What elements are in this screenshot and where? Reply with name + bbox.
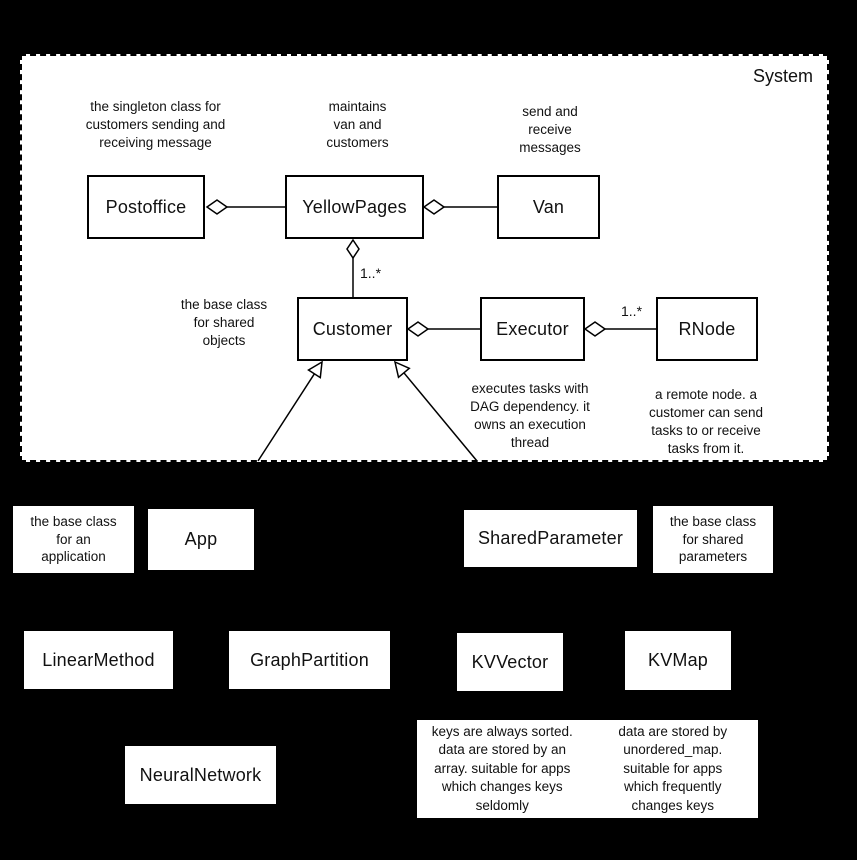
note-customer: the base class for shared objects [180,297,268,348]
class-box-yellowpages: YellowPages [285,175,424,239]
bottom-notes-card: keys are always sorted. data are stored … [417,720,758,818]
class-box-linearmethod: LinearMethod [22,629,175,691]
class-box-kvmap: KVMap [623,629,733,692]
class-box-van: Van [497,175,600,239]
class-box-customer: Customer [297,297,408,361]
note-sharedparameter: the base class for shared parameters [653,506,773,573]
multiplicity-label-yellowpages-customer: 1..* [359,265,383,281]
class-box-neuralnetwork: NeuralNetwork [123,744,278,806]
note-executor: executes tasks with DAG dependency. it o… [470,381,590,450]
class-box-sharedparameter: SharedParameter [462,508,639,569]
class-box-executor: Executor [480,297,585,361]
note-van: send and receive messages [519,104,581,155]
note-kvmap: data are stored by unordered_map. suitab… [618,724,728,813]
note-yellowpages: maintains van and customers [326,99,389,150]
note-app: the base class for an application [13,506,134,573]
system-label: System [752,66,813,86]
class-box-app: App [146,507,256,572]
note-rnode: a remote node. a customer can send tasks… [648,387,764,456]
note-postoffice: the singleton class for customers sendin… [85,99,226,150]
note-kvvector: keys are always sorted. data are stored … [431,724,573,813]
class-box-kvvector: KVVector [455,631,565,693]
class-box-rnode: RNode [656,297,758,361]
class-box-postoffice: Postoffice [87,175,205,239]
multiplicity-label-executor-rnode: 1..* [620,303,644,319]
class-box-graphpartition: GraphPartition [227,629,392,691]
